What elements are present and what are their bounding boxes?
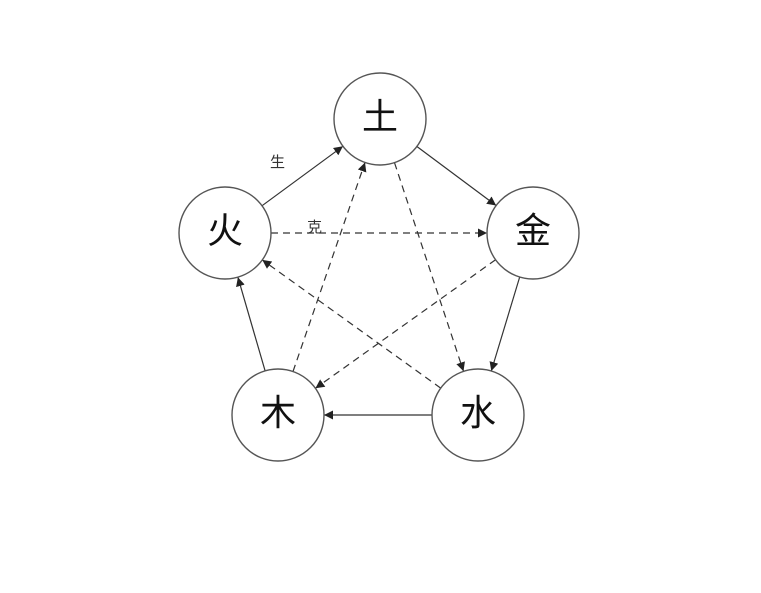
generating-label: 生	[270, 153, 285, 171]
node-earth: 土	[333, 72, 427, 166]
generating-arrow-metal-to-water	[489, 276, 521, 372]
controlling-arrow-wood-to-earth	[292, 162, 367, 372]
node-metal: 金	[486, 186, 580, 280]
node-wood: 木	[231, 368, 325, 462]
node-circle-water	[431, 368, 525, 462]
node-circle-fire	[178, 186, 272, 280]
generating-arrow-earth-to-metal	[416, 146, 497, 206]
generating-arrow-wood-to-fire	[236, 277, 266, 371]
node-water: 水	[431, 368, 525, 462]
node-label-wood: 木	[260, 393, 296, 434]
node-label-earth: 土	[362, 97, 398, 138]
node-circle-wood	[231, 368, 325, 462]
generating-arrow-fire-to-earth	[261, 145, 344, 207]
controlling-arrow-metal-to-wood	[315, 259, 496, 389]
controlling-arrow-earth-to-water	[393, 162, 465, 372]
node-circle-earth	[333, 72, 427, 166]
node-fire: 火	[178, 186, 272, 280]
node-circle-metal	[486, 186, 580, 280]
node-label-fire: 火	[207, 211, 243, 252]
controlling-label: 克	[307, 218, 322, 236]
node-label-water: 水	[460, 393, 496, 434]
controlling-arrow-water-to-fire	[261, 259, 442, 389]
node-label-metal: 金	[515, 211, 551, 252]
